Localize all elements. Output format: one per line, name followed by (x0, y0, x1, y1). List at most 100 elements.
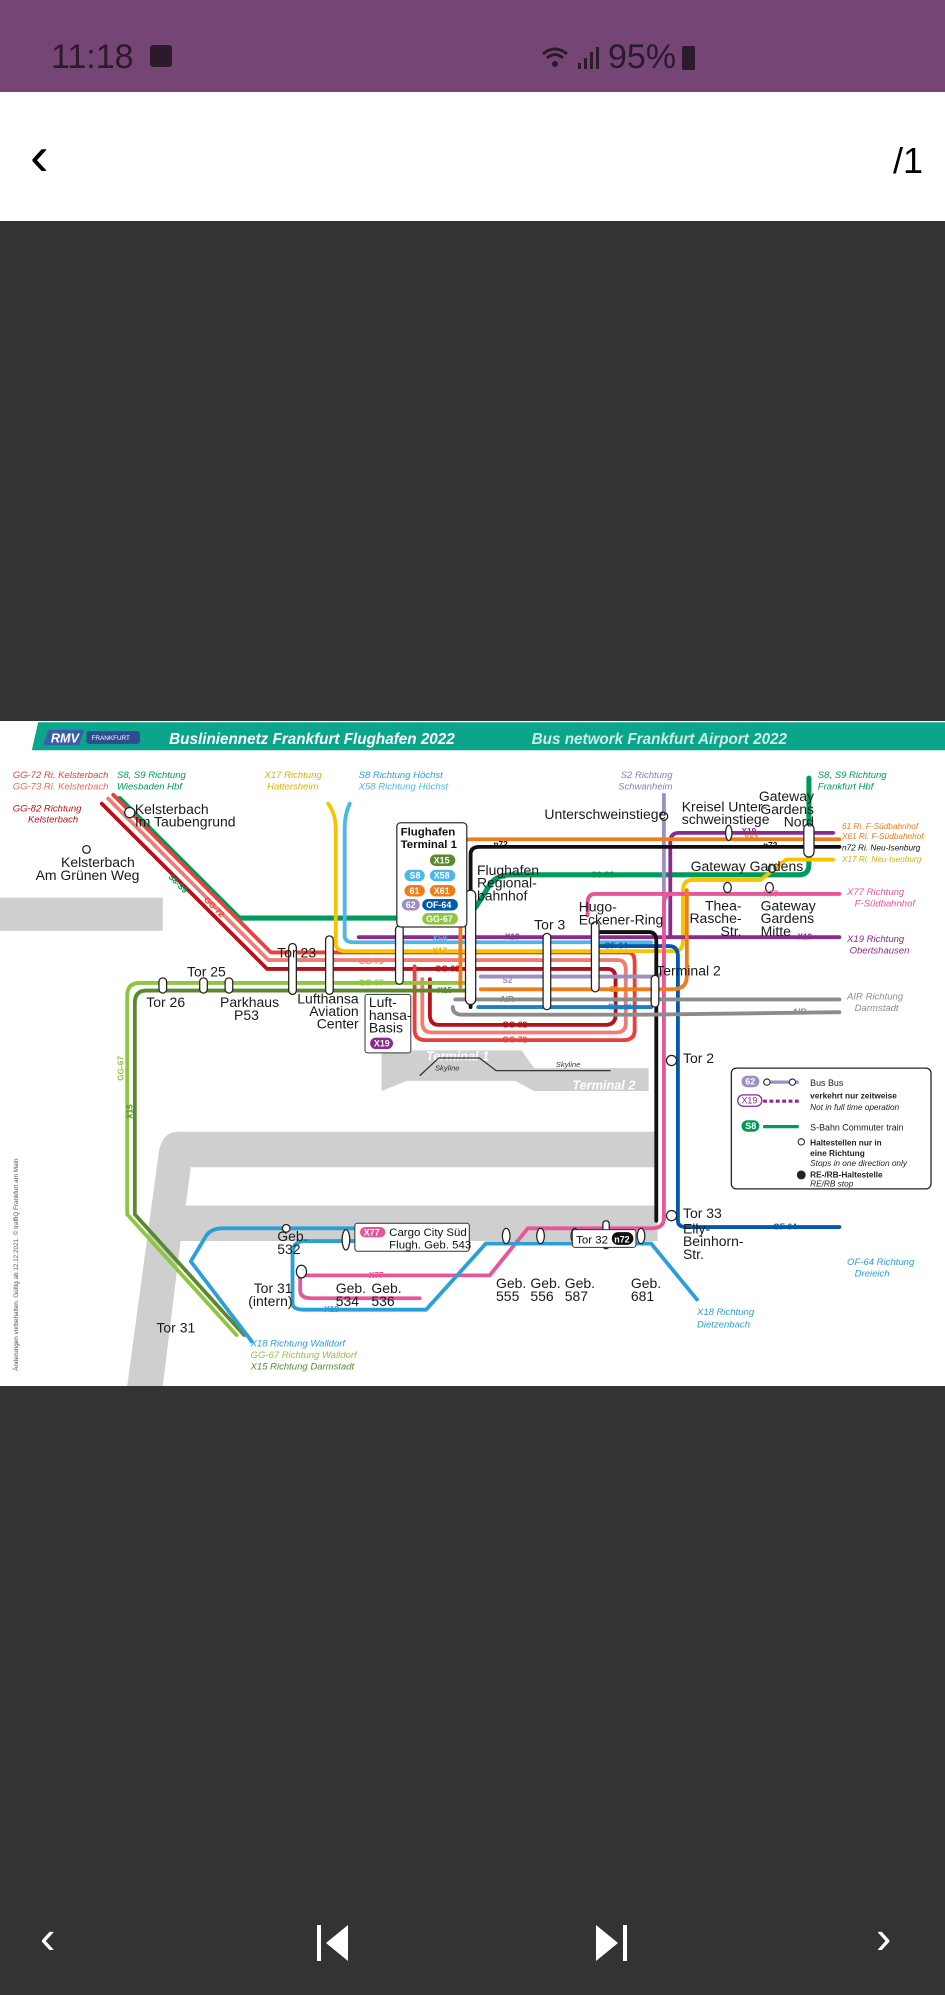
station-gateway-gardens-mitte: Gardens (761, 910, 815, 926)
station-elly-beinhorn-str: Str. (683, 1246, 704, 1262)
station-kreisel: Kreisel Unter- (682, 798, 768, 814)
direction-of64: OF-64 Richtung (847, 1257, 915, 1268)
line-x77[interactable] (298, 892, 842, 1301)
line-x17[interactable] (326, 801, 835, 954)
station-kelsterbach-taubengrund: Im Taubengrund (135, 814, 236, 830)
skyline-label: Skyline (556, 1060, 581, 1069)
tor32-box[interactable]: Tor 32 n72 (571, 1229, 637, 1248)
legend-rerb: RE-/RB-Haltestelle (810, 1170, 883, 1179)
station-hugo-eckener-ring: Eckener-Ring (579, 911, 664, 927)
line-x15[interactable] (132, 988, 476, 1338)
rmv-logo-text: RMV (51, 731, 81, 746)
direction-gg82: GG-82 Richtung (13, 803, 82, 814)
badge-x19: X19 (374, 1039, 390, 1049)
station-lufthansa-basis: hansa- (369, 1007, 412, 1023)
direction-n72: n72 Ri. Neu-Isenburg (842, 844, 921, 853)
line-label-x15: X15 (438, 986, 453, 995)
station-geb-587: Geb. (565, 1275, 595, 1291)
station-geb-532: Geb. (277, 1228, 307, 1244)
bus-network-map[interactable]: RMV FRANKFURT Busliniennetz Frankfurt Fl… (0, 721, 945, 1386)
station-parkhaus-p53: Parkhaus (220, 994, 279, 1010)
station-geb-536: 536 (371, 1293, 395, 1309)
line-gg73[interactable] (106, 796, 628, 1035)
line-label-gg82: GG-82 (435, 964, 460, 973)
direction-s8s9-east: Frankfurt Hbf (818, 782, 875, 793)
line-gg72[interactable] (111, 792, 637, 1043)
line-label-x17: X17 (432, 947, 447, 956)
station-thea-rasche-str: Rasche- (689, 910, 741, 926)
first-page-button[interactable] (316, 1920, 350, 1970)
station-geb-556: 556 (530, 1288, 554, 1304)
station-thea-rasche-str: Str. (721, 923, 742, 939)
map-graphic: RMV FRANKFURT Busliniennetz Frankfurt Fl… (0, 722, 945, 1386)
legend-bus-badge: 62 (745, 1077, 755, 1087)
station-tor32: Tor 32 (576, 1235, 608, 1247)
station-geb-534: 534 (336, 1293, 360, 1309)
line-label-x77: X77 (763, 889, 778, 898)
station-geb-555: 555 (496, 1288, 520, 1304)
lufthansa-basis-box[interactable]: Luft- hansa- Basis X19 (364, 993, 412, 1054)
direction-x19: X19 Richtung (846, 934, 905, 945)
legend-part-de: verkehrt nur zeitweise (810, 1092, 897, 1101)
direction-s8s9-east: S8, S9 Richtung (818, 770, 887, 781)
line-label-s8s9: S8-S9 (591, 870, 614, 879)
line-s8-x58[interactable] (342, 801, 654, 945)
station-gateway-gardens-nord: Gardens (760, 801, 814, 817)
chevron-left-icon: ‹ (40, 1911, 56, 1963)
station-lufthansa-aviation-center: Lufthansa (297, 990, 359, 1006)
direction-x77: X77 Richtung (846, 887, 905, 898)
station-geb-555: Geb. (496, 1275, 526, 1291)
skip-first-icon (317, 1925, 348, 1961)
direction-air: AIR Richtung (846, 991, 904, 1002)
line-gg82[interactable] (99, 801, 618, 1027)
line-air[interactable] (450, 997, 842, 1017)
battery-percent: 95% (608, 38, 677, 76)
chevron-right-icon: › (876, 1911, 892, 1963)
page-counter: /1 (892, 140, 923, 181)
direction-x58: X58 Richtung Höchst (358, 782, 449, 793)
line-label-gg82: GG-82 (502, 1020, 527, 1029)
train-stop-icon (796, 1170, 806, 1180)
station-tor3: Tor 3 (534, 917, 565, 933)
legend-rerb-en: RE/RB stop (810, 1179, 854, 1188)
last-page-button[interactable] (594, 1920, 628, 1970)
line-label-x19: X19 (742, 827, 757, 836)
logo-tag (86, 731, 140, 744)
station-elly-beinhorn-str: Beinhorn- (683, 1233, 744, 1249)
station-gateway-gardens-mitte: Gateway (761, 897, 816, 913)
direction-gg82: Kelsterbach (28, 815, 78, 826)
station-lufthansa-basis: Luft- (369, 994, 397, 1010)
station-regionalbahnhof: bahnhof (477, 887, 528, 903)
direction-s8s9-west: Wiesbaden Hbf (117, 782, 183, 793)
station-tor2: Tor 2 (683, 1050, 714, 1066)
map-footer-note: Änderungen vorbehalten. Gültig ab 12.12.… (12, 1158, 20, 1371)
station-tor33: Tor 33 (683, 1205, 722, 1221)
line-n72[interactable] (468, 844, 842, 1223)
station-cargo-city-sued: Cargo City Süd (389, 1227, 467, 1239)
direction-s2: S2 Richtung (621, 770, 674, 781)
map-legend: 62 Bus Bus X19 verkehrt nur zeitweise No… (730, 1067, 932, 1190)
line-label-x61: X61 (744, 834, 759, 843)
direction-x17: X17 Richtung (264, 770, 323, 781)
previous-button[interactable]: ‹ (40, 1912, 55, 1962)
cargo-city-box[interactable]: X77 Cargo City Süd Flugh. Geb. 543 (354, 1222, 471, 1252)
terminal1-stop-box[interactable]: Flughafen Terminal 1 X15 S8 X58 61 X61 6… (396, 822, 468, 928)
line-label-of64: OF-64 (773, 1223, 797, 1232)
rmv-logo (43, 729, 84, 746)
next-button[interactable]: › (876, 1912, 891, 1962)
station-kelsterbach-gruener-weg: Am Grünen Weg (36, 867, 140, 883)
line-x18[interactable] (188, 1226, 699, 1344)
back-button[interactable]: ‹ (30, 128, 49, 184)
station-lufthansa-aviation-center: Center (317, 1016, 359, 1032)
badge-of64: OF-64 (426, 900, 451, 910)
line-of64[interactable] (595, 944, 842, 1229)
station-regionalbahnhof: Regional- (477, 875, 537, 891)
station-tor31-intern: (intern) (248, 1293, 292, 1309)
legend-oneway: eine Richtung (810, 1149, 865, 1158)
badge-gg67: GG-67 (426, 914, 453, 924)
line-gg67[interactable] (125, 981, 476, 1338)
direction-x19: Obertshausen (850, 946, 910, 957)
station-tor26: Tor 26 (146, 994, 185, 1010)
station-gateway-gardens-nord: Nord (784, 814, 814, 830)
station-thea-rasche-str: Thea- (705, 897, 742, 913)
